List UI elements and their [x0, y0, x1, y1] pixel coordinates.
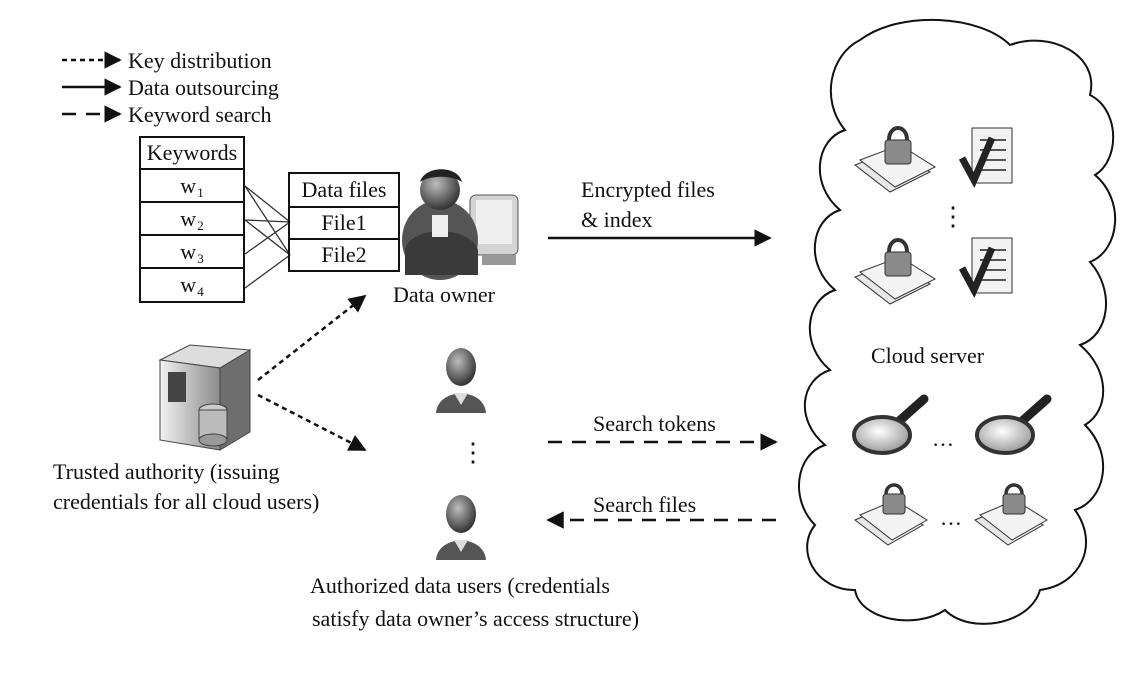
keyword-base: w [180, 272, 197, 297]
magnifier-icon [975, 394, 1052, 455]
locked-documents-icon [974, 483, 1048, 546]
keyword-subscript: 3 [197, 250, 204, 266]
businessman-at-computer-icon [402, 169, 519, 280]
search-tokens-label: Search tokens [593, 411, 716, 436]
server-tower-icon [158, 344, 252, 451]
magnifier-icon [852, 394, 929, 455]
users-vertical-ellipsis: ⋮ [460, 438, 486, 467]
checklist-icon [958, 237, 1013, 299]
legend-key-distribution-label: Key distribution [128, 48, 272, 73]
keywords-header: Keywords [139, 136, 245, 170]
legend-keyword-search-label: Keyword search [128, 102, 272, 127]
checklist-icon [958, 127, 1013, 189]
cloud-vertical-ellipsis: ⋮ [940, 202, 966, 231]
key-distribution-arrow-to-users [257, 393, 367, 452]
files-ellipsis: … [940, 505, 962, 530]
magnifier-ellipsis: … [932, 426, 954, 451]
search-files-label: Search files [593, 492, 697, 517]
user-silhouette-icon [436, 495, 486, 560]
keyword-subscript: 4 [197, 284, 204, 299]
legend-data-outsourcing-label: Data outsourcing [128, 75, 279, 100]
locked-documents-icon [853, 126, 937, 193]
keyword-base: w [180, 205, 197, 231]
keyword-base: w [180, 172, 197, 198]
data-file-row: File1 [288, 206, 400, 240]
keyword-base: w [180, 238, 197, 264]
key-distribution-arrow-to-owner [257, 294, 367, 381]
data-file-row: File2 [288, 238, 400, 272]
trusted-authority-label-line2: credentials for all cloud users) [53, 489, 320, 514]
data-owner-label: Data owner [393, 282, 496, 307]
locked-documents-icon [854, 483, 928, 546]
cloud-server-label: Cloud server [871, 343, 985, 368]
cloud-shape [798, 18, 1116, 625]
locked-documents-icon [853, 238, 937, 305]
keyword-subscript: 2 [197, 217, 204, 233]
authorized-users-label-line2: satisfy data owner’s access structure) [312, 606, 640, 631]
keyword-file-mapping-lines [244, 185, 291, 289]
authorized-users-label: Authorized data users (credentials [310, 573, 610, 598]
user-silhouette-icon [436, 348, 486, 413]
keyword-subscript: 1 [197, 184, 204, 200]
trusted-authority-label: Trusted authority (issuing [53, 459, 280, 484]
encrypted-files-label: Encrypted files [581, 177, 715, 202]
data-files-header: Data files [288, 172, 400, 206]
encrypted-index-label: & index [581, 207, 653, 232]
